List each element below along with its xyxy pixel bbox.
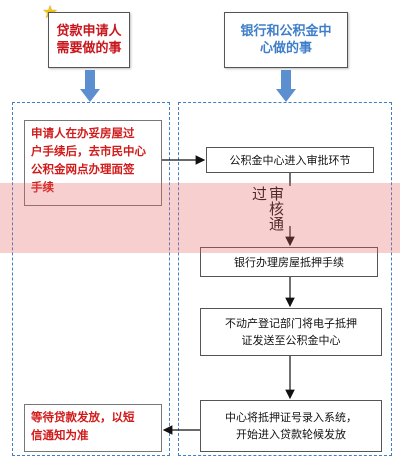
step-fund-center-approval: 公积金中心进入审批环节 [206,147,374,173]
step-bank-mortgage: 银行办理房屋抵押手续 [200,247,378,277]
step-registry-send-certificate: 不动产登记部门将电子抵押 证发送至公积金中心 [200,308,382,356]
overlay-band [0,183,400,253]
step-applicant-face-signing: 申请人在办妥房屋过 户手续后，去市民中心 公积金网点办理面签 手续 [24,120,162,206]
approval-passed-label: 审核通过 [250,186,285,231]
step-enter-certificate-queue: 中心将抵押证号录入系统， 开始进入贷款轮候发放 [200,400,382,452]
header-bank-fund-center-tasks: 银行和公积金中 心做的事 [224,12,348,68]
header-right-down-arrow-icon [276,70,296,102]
step-wait-loan-disbursement: 等待贷款发放，以短 信通知为准 [24,404,162,452]
header-left-down-arrow-icon [80,70,100,102]
header-applicant-tasks: 贷款申请人 需要做的事 [48,12,130,68]
